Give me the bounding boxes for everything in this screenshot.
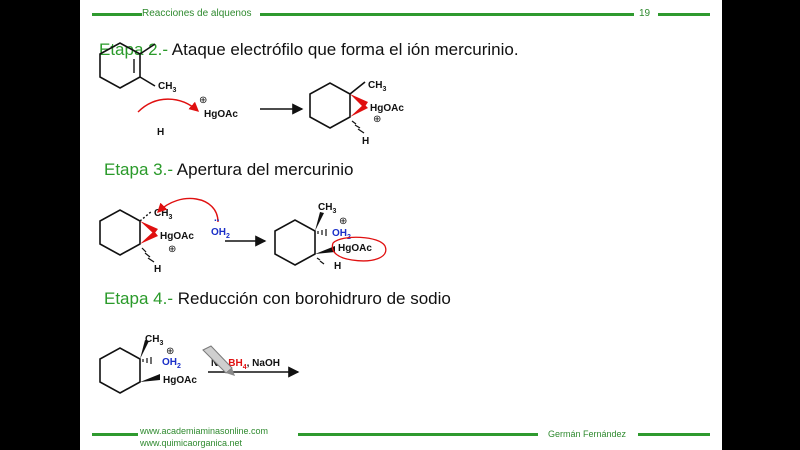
footer-line-right bbox=[638, 433, 710, 436]
step-3-nucleophile-arrow bbox=[157, 197, 219, 223]
step-4-plus: ⊕ bbox=[166, 346, 174, 357]
step-4-label: Etapa 4.- bbox=[104, 289, 173, 308]
step-4-ring bbox=[99, 340, 160, 394]
step-3-hgoac-right: HgOAc bbox=[338, 243, 372, 254]
step-4-heading: Etapa 4.- Reducción con borohidruro de s… bbox=[104, 289, 451, 309]
slide: Reacciones de alquenos 19 Etapa 2.- Ataq… bbox=[80, 0, 722, 450]
step-3-water: OH2 bbox=[211, 227, 230, 240]
header-title: Reacciones de alquenos bbox=[142, 8, 252, 19]
step-3-ch3-right: CH3 bbox=[318, 202, 336, 215]
step-3-mercurinium-ring bbox=[99, 209, 158, 263]
step-3-plus-left: ⊕ bbox=[168, 244, 176, 255]
step-3-water-dots: .. bbox=[214, 213, 220, 224]
footer-line-left bbox=[92, 433, 138, 436]
step-2-mercurinium-ring bbox=[309, 81, 368, 134]
header-line-middle bbox=[260, 13, 634, 16]
footer-url-1: www.academiaminasonline.com bbox=[140, 426, 269, 436]
step-2-ch3-left: CH3 bbox=[158, 81, 176, 94]
step-4-text: Reducción con borohidruro de sodio bbox=[177, 289, 451, 308]
footer-urls: www.academiaminasonline.com www.quimicao… bbox=[140, 425, 268, 449]
step-2-h-left: H bbox=[157, 127, 164, 138]
step-2-electron-arrow bbox=[137, 98, 200, 113]
step-4-oh2: OH2 bbox=[162, 357, 181, 370]
step-4-ch3: CH3 bbox=[145, 334, 163, 347]
step-3-text: Apertura del mercurinio bbox=[176, 160, 354, 179]
step-2-plus-reagent: ⊕ bbox=[199, 95, 207, 106]
page-number: 19 bbox=[639, 8, 651, 19]
footer-line-middle bbox=[298, 433, 538, 436]
step-3-plus-right: ⊕ bbox=[339, 216, 347, 227]
footer-author: Germán Fernández bbox=[548, 429, 627, 439]
step-3-hgoac-left: HgOAc bbox=[160, 231, 194, 242]
step-2-ch3-right: CH3 bbox=[368, 80, 386, 93]
step-4-hgoac: HgOAc bbox=[163, 375, 197, 386]
step-2-plus-right: ⊕ bbox=[373, 114, 381, 125]
footer-url-2: www.quimicaorganica.net bbox=[140, 438, 243, 448]
step-3-ch3-left: CH3 bbox=[154, 208, 172, 221]
step-2-cyclohexene bbox=[99, 42, 156, 89]
step-3-heading: Etapa 3.- Apertura del mercurinio bbox=[104, 160, 354, 180]
pen-cursor-icon bbox=[202, 345, 235, 376]
step-2-hgoac-right: HgOAc bbox=[370, 103, 404, 114]
step-3-hgoac-circle bbox=[331, 236, 387, 262]
step-3-label: Etapa 3.- bbox=[104, 160, 173, 179]
step-3-product-ring bbox=[274, 212, 335, 266]
header-line-left bbox=[92, 13, 142, 16]
step-3-h-right: H bbox=[334, 261, 341, 272]
step-3-h-left: H bbox=[154, 264, 161, 275]
step-2-hgoac-reagent: HgOAc bbox=[204, 109, 238, 120]
step-2-text: Ataque electrófilo que forma el ión merc… bbox=[171, 40, 519, 59]
step-2-h-right: H bbox=[362, 136, 369, 147]
header-line-right bbox=[658, 13, 710, 16]
reaction-diagrams: CH3 H ⊕ HgOAc CH3 HgOAc ⊕ H CH3 bbox=[99, 42, 404, 394]
